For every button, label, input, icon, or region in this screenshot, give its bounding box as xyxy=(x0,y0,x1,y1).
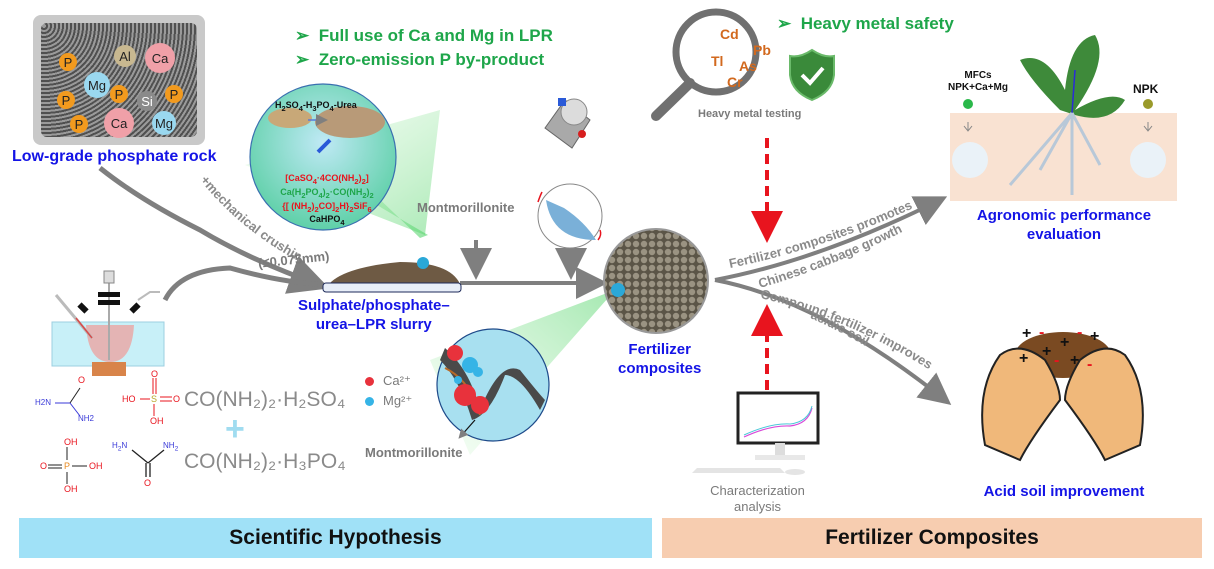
phosphoric-label-oh-bottom: OH xyxy=(64,484,78,494)
plus-icon: + xyxy=(225,410,245,448)
arrow-reactor xyxy=(162,265,319,302)
soil-charge-6: + xyxy=(1042,343,1052,360)
metal-cd: Cd xyxy=(720,26,739,42)
slurry-title: Sulphate/phosphate– urea–LPR slurry xyxy=(298,297,450,333)
shield-check-icon xyxy=(789,48,835,102)
arrow-branch-lower xyxy=(714,278,952,405)
rock-title: Low-grade phosphate rock xyxy=(12,148,217,165)
soil-charge-4: + xyxy=(1090,328,1100,345)
phosphoric-label-oh-right: OH xyxy=(89,461,103,471)
urea2-label-o: O xyxy=(144,478,152,488)
metal-tl: Tl xyxy=(711,53,724,69)
metal-cr: Cr xyxy=(727,74,743,90)
soil-charge-7: + xyxy=(1019,350,1029,367)
element-tag-al: Al xyxy=(114,45,136,67)
phosphoric-label-oh-top: OH xyxy=(64,437,78,447)
phosphoric-acid-structure xyxy=(48,447,87,484)
soil-charge-8: - xyxy=(1054,352,1060,369)
element-tag-ca: Ca xyxy=(145,43,175,73)
bullet-full-use: ➢ Full use of Ca and Mg in LPR xyxy=(295,26,553,45)
fertilizer-pellets-dish xyxy=(603,228,709,334)
formula-urea-phosphate: CO(NH₂)₂·H₃PO₄ xyxy=(184,450,346,473)
soil-charge-9: + xyxy=(1070,352,1080,369)
element-tag-p: P xyxy=(70,115,88,133)
urea2-label-h2n: H2N xyxy=(112,441,128,453)
montmorillonite-label-bottom: Montmorillonite xyxy=(365,445,463,460)
mg-ion-dot-icon xyxy=(365,396,374,406)
element-tag-p: P xyxy=(110,85,128,103)
sulfuric-label-s: S xyxy=(151,394,158,404)
product-1: [CaSO4·4CO(NH2)2] xyxy=(285,173,369,186)
soil-charge-10: - xyxy=(1087,356,1093,373)
element-tag-si: Si xyxy=(137,91,157,111)
sulfuric-acid-structure xyxy=(140,378,172,416)
bullet-heavy-metal: ➢ Heavy metal safety xyxy=(777,14,954,33)
hands-holding-soil-illustration xyxy=(981,332,1144,462)
formula-urea-sulfate: CO(NH₂)₂·H₂SO₄ xyxy=(184,388,346,411)
metal-as: As xyxy=(739,58,757,74)
bullet-zero-emission: ➢ Zero-emission P by-product xyxy=(295,50,545,69)
phosphoric-label-o: O xyxy=(40,461,48,471)
element-tag-ca: Ca xyxy=(104,108,134,138)
montmorillonite-label-top: Montmorillonite xyxy=(417,200,515,215)
ion-legend-ca: Ca²⁺ xyxy=(365,373,412,389)
element-tag-p: P xyxy=(57,91,75,109)
reactor-apparatus-icon xyxy=(51,270,165,376)
metal-pb: Pb xyxy=(753,42,771,58)
element-tag-p: P xyxy=(59,53,77,71)
reaction-header: H2SO4-H3PO4-Urea xyxy=(275,100,357,113)
sulfuric-label-ho: HO xyxy=(122,394,136,404)
urea-label-h2n: H2N xyxy=(35,398,52,407)
characterization-label: Characterization analysis xyxy=(710,483,805,514)
bullet-marker-icon: ➢ xyxy=(295,26,310,45)
urea-label-nh2: NH2 xyxy=(78,414,95,423)
soil-charge-5: + xyxy=(1060,334,1070,351)
npk-label: NPK xyxy=(1133,82,1159,96)
soil-plant-illustration xyxy=(950,35,1177,201)
granulator-icon xyxy=(544,98,591,149)
banner-fertilizer-composites: Fertilizer Composites xyxy=(662,518,1202,558)
bullet-marker-icon: ➢ xyxy=(777,14,792,33)
element-tag-p: P xyxy=(165,85,183,103)
soil-charge-2: - xyxy=(1039,324,1045,341)
computer-icon xyxy=(692,391,820,475)
acid-soil-title: Acid soil improvement xyxy=(983,483,1145,500)
arrow-branch-upper xyxy=(714,196,948,282)
sulfuric-label-oh: OH xyxy=(150,416,164,426)
ion-legend: Ca²⁺ Mg²⁺ xyxy=(365,373,412,409)
ion-legend-mg: Mg²⁺ xyxy=(365,393,412,409)
reaction-products: [CaSO4·4CO(NH2)2] Ca(H2PO4)2·CO(NH2)2 {[… xyxy=(272,173,382,228)
urea2-label-nh2: NH2 xyxy=(163,441,179,453)
arrow-crushing xyxy=(98,166,330,294)
urea-label-o: O xyxy=(78,375,86,385)
product-3: {[ (NH2)2CO]2H}2SiF6 xyxy=(282,200,372,214)
product-2: Ca(H2PO4)2·CO(NH2)2 xyxy=(280,186,374,200)
bullet-marker-icon: ➢ xyxy=(295,50,310,69)
ca-ion-dot-icon xyxy=(365,376,374,386)
soil-charge-3: - xyxy=(1077,324,1083,341)
sulfuric-label-o-top: O xyxy=(151,369,159,379)
urea-structure-2 xyxy=(131,449,165,477)
product-4: CaHPO4 xyxy=(309,214,345,228)
rock-photo: P Al Ca Mg P Si P P P Ca Mg xyxy=(33,15,205,145)
soil-charge-1: + xyxy=(1022,325,1032,342)
sulfuric-label-o-right: O xyxy=(173,394,181,404)
element-tag-mg: Mg xyxy=(152,111,176,135)
fertilizer-title: Fertilizer composites xyxy=(618,341,702,377)
element-tag-mg: Mg xyxy=(84,72,110,98)
urea-structure-1 xyxy=(55,387,81,417)
phosphoric-label-p: P xyxy=(64,461,71,471)
magnifier-icon xyxy=(651,8,760,121)
mfcs-label: MFCs NPK+Ca+Mg xyxy=(947,70,1008,93)
banner-scientific-hypothesis: Scientific Hypothesis xyxy=(19,518,652,558)
agronomic-title: Agronomic performance evaluation xyxy=(976,207,1152,243)
heavy-metal-caption: Heavy metal testing xyxy=(698,108,802,120)
